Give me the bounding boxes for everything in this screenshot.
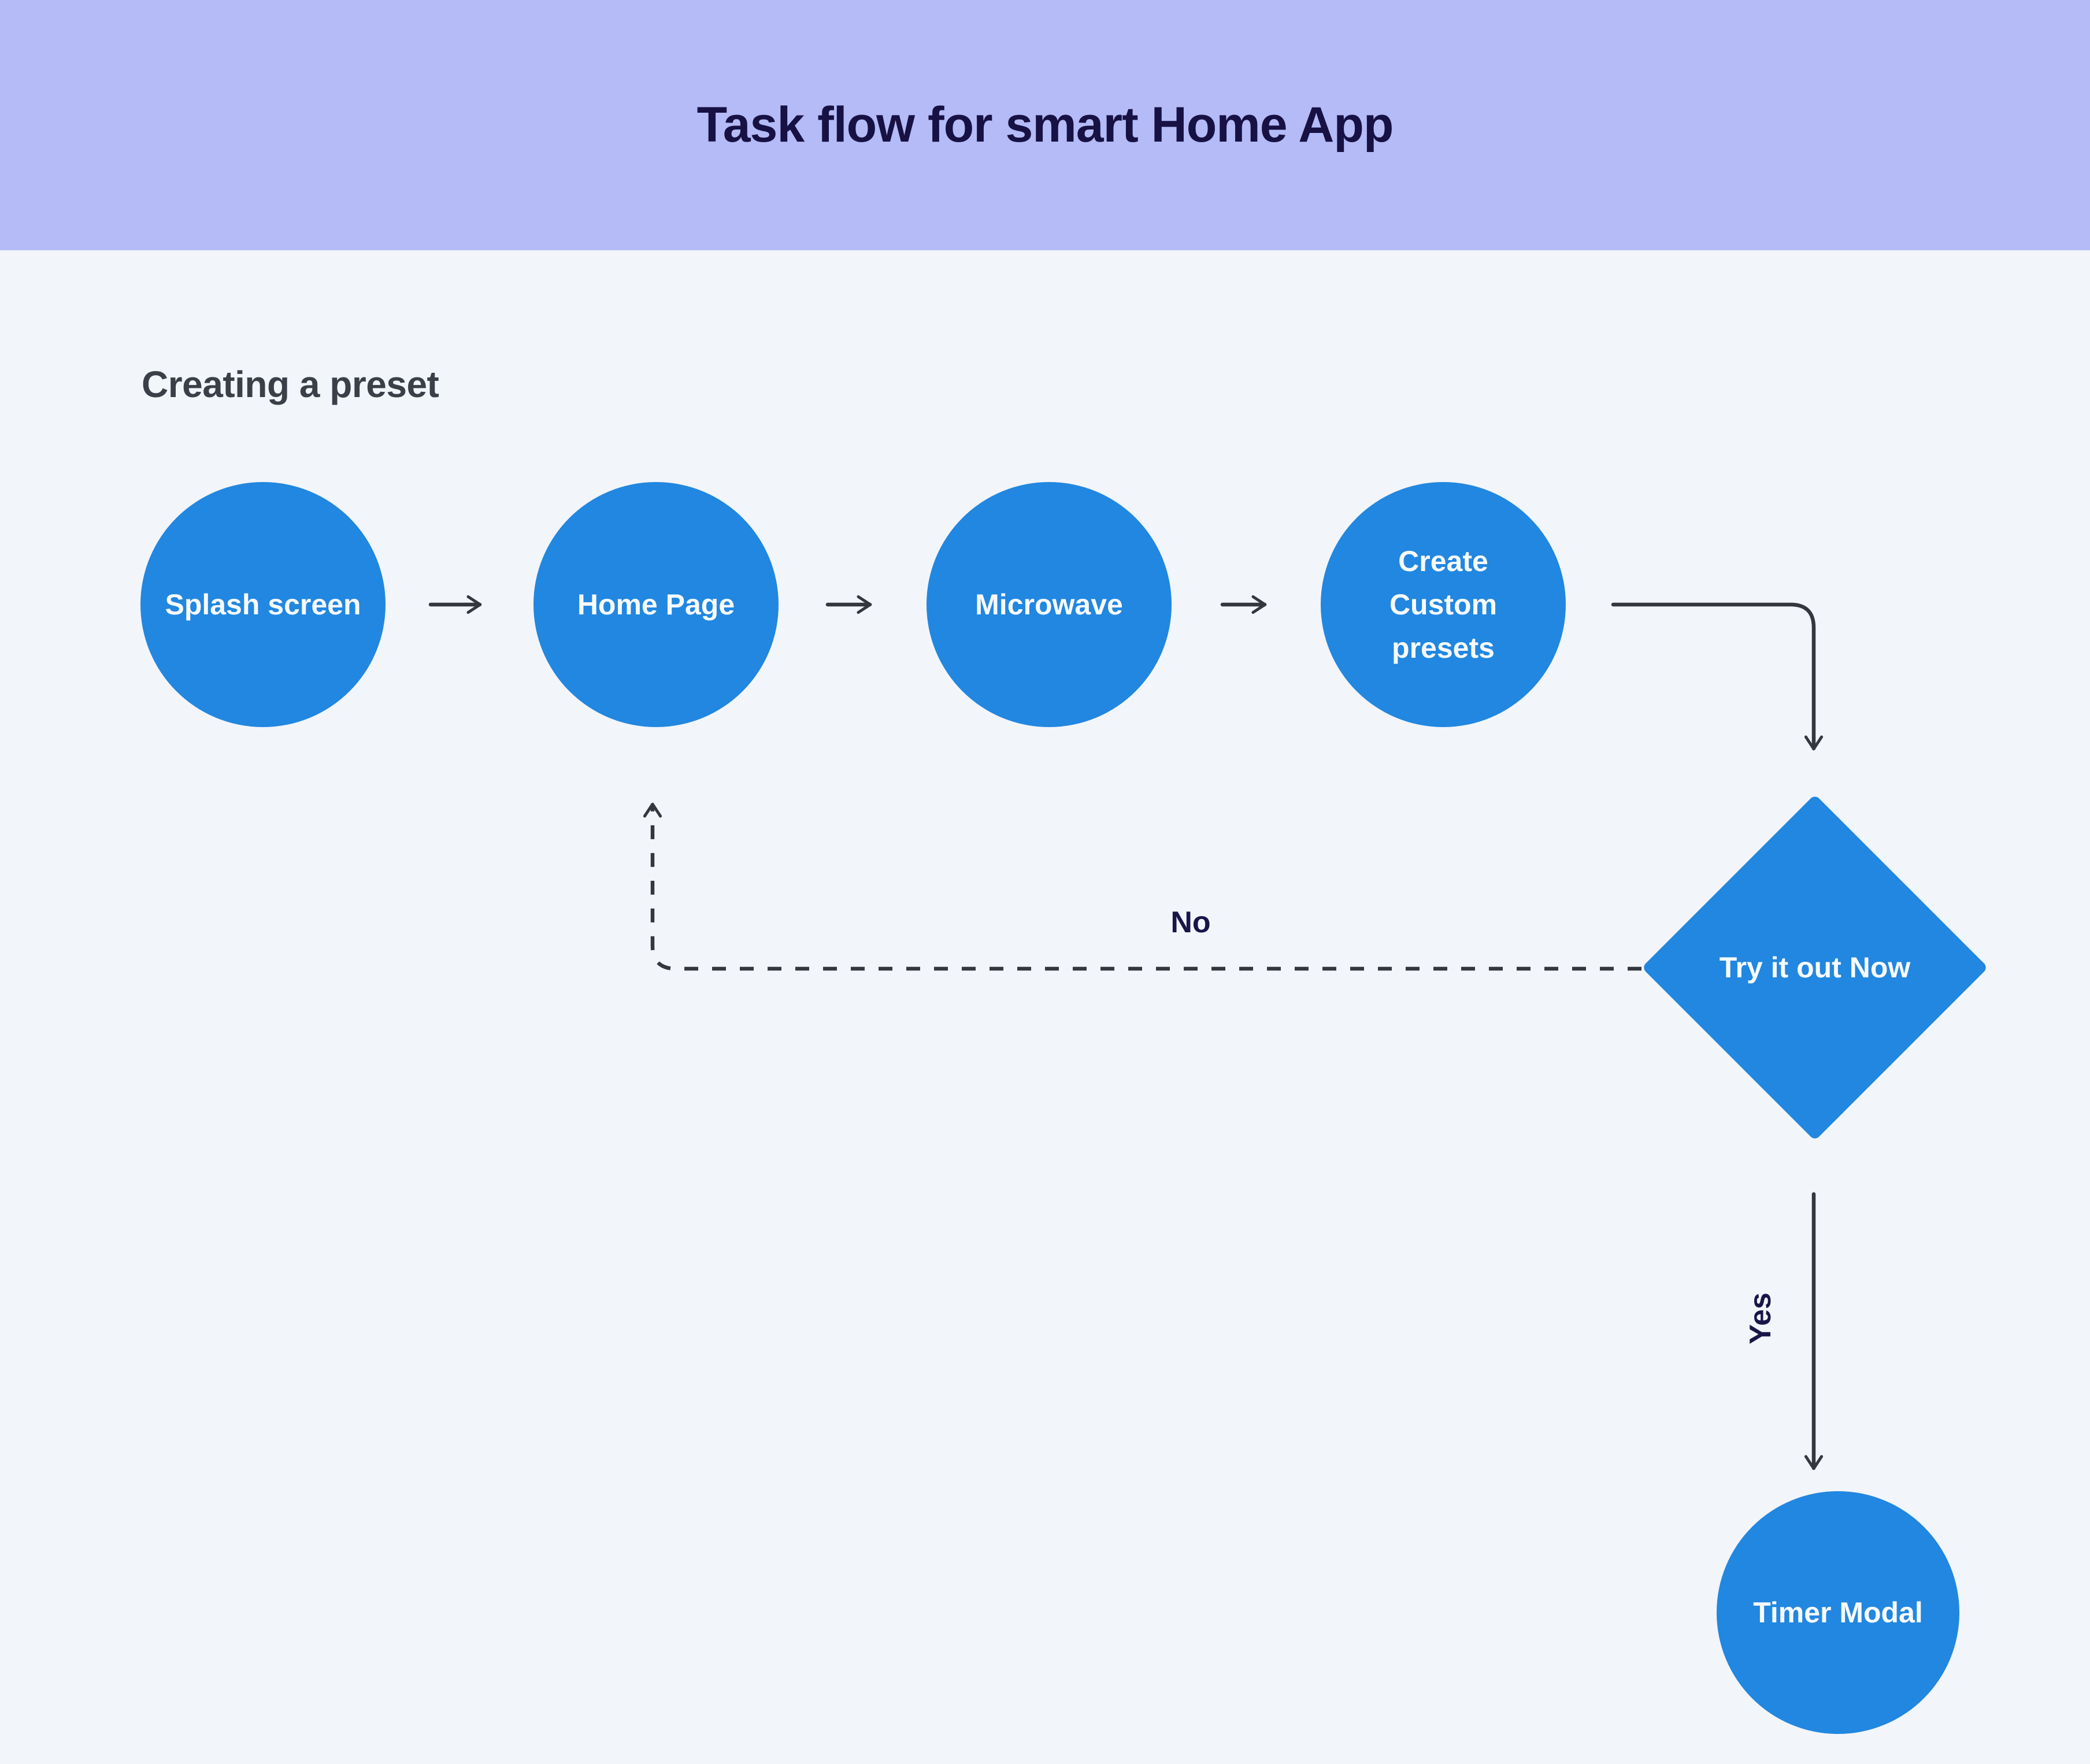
- node-label: Splash screen: [165, 588, 361, 621]
- node-splash-screen: Splash screen: [140, 482, 386, 727]
- node-create-custom-presets: Create Custom presets: [1321, 482, 1566, 727]
- node-microwave: Microwave: [927, 482, 1172, 727]
- node-decision-try-it-out: Try it out Now: [1641, 794, 1988, 1141]
- node-label: Microwave: [975, 588, 1123, 621]
- node-home-page: Home Page: [533, 482, 779, 727]
- node-label: Create Custom presets: [1389, 544, 1498, 664]
- header-band: Task flow for smart Home App: [0, 0, 2090, 250]
- edge-create-to-decision: [1611, 602, 1824, 751]
- edge-label-yes: Yes: [1744, 1292, 1777, 1344]
- section-heading: Creating a preset: [142, 364, 439, 405]
- edge-decision-no-return: [643, 802, 1641, 971]
- node-timer-modal: Timer Modal: [1717, 1491, 1959, 1734]
- edge-label-no: No: [1170, 906, 1211, 939]
- node-label: Home Page: [577, 588, 735, 621]
- page-title: Task flow for smart Home App: [696, 97, 1394, 153]
- node-label: Timer Modal: [1753, 1596, 1923, 1629]
- node-label: Try it out Now: [1719, 951, 1911, 984]
